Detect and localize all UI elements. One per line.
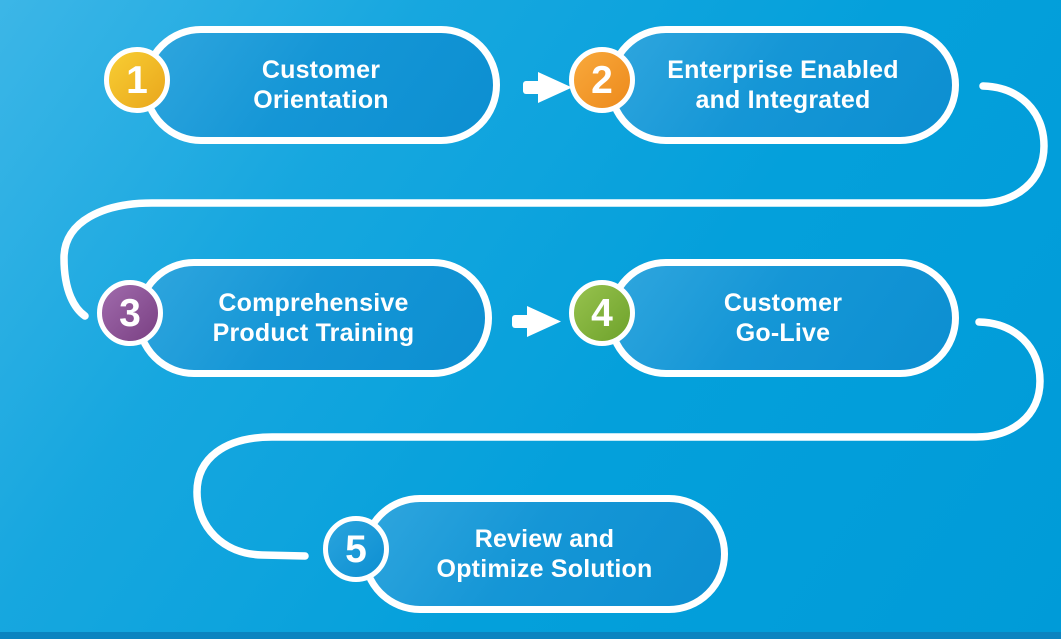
step-label-line1: Customer <box>723 289 843 317</box>
step-number: 5 <box>345 527 367 571</box>
step-number-badge-3: 3 <box>97 280 163 346</box>
step-number: 2 <box>591 58 613 102</box>
step-label-line1: Enterprise Enabled <box>667 56 899 84</box>
step-number: 4 <box>591 291 613 335</box>
step-label-line2: and Integrated <box>695 86 871 114</box>
step-label-line2: Optimize Solution <box>436 555 653 583</box>
step-label: Comprehensive Product Training <box>213 288 415 348</box>
step-number-badge-2: 2 <box>569 47 635 113</box>
step-label-line1: Review and <box>474 525 615 553</box>
step-label-line1: Customer <box>261 56 381 84</box>
step-label: Customer Orientation <box>253 55 389 115</box>
step-label-line1: Comprehensive <box>218 289 409 317</box>
step-label: Enterprise Enabled and Integrated <box>667 55 898 115</box>
process-step-pill-4: Customer Go-Live <box>607 259 959 377</box>
step-label-line2: Go-Live <box>735 319 831 347</box>
step-number: 1 <box>126 58 148 102</box>
step-number-badge-1: 1 <box>104 47 170 113</box>
step-label: Customer Go-Live <box>724 288 842 348</box>
process-step-pill-2: Enterprise Enabled and Integrated <box>607 26 959 144</box>
step-number-badge-5: 5 <box>323 516 389 582</box>
arrow-icon <box>512 306 561 337</box>
step-label: Review and Optimize Solution <box>437 524 653 584</box>
step-label-line2: Orientation <box>253 86 389 114</box>
process-step-pill-5: Review and Optimize Solution <box>361 495 728 613</box>
bottom-accent-band <box>0 632 1061 639</box>
step-label-line2: Product Training <box>212 319 415 347</box>
step-number-badge-4: 4 <box>569 280 635 346</box>
arrow-icon <box>523 72 572 103</box>
process-step-pill-1: Customer Orientation <box>142 26 500 144</box>
step-number: 3 <box>119 291 141 335</box>
process-step-pill-3: Comprehensive Product Training <box>135 259 492 377</box>
